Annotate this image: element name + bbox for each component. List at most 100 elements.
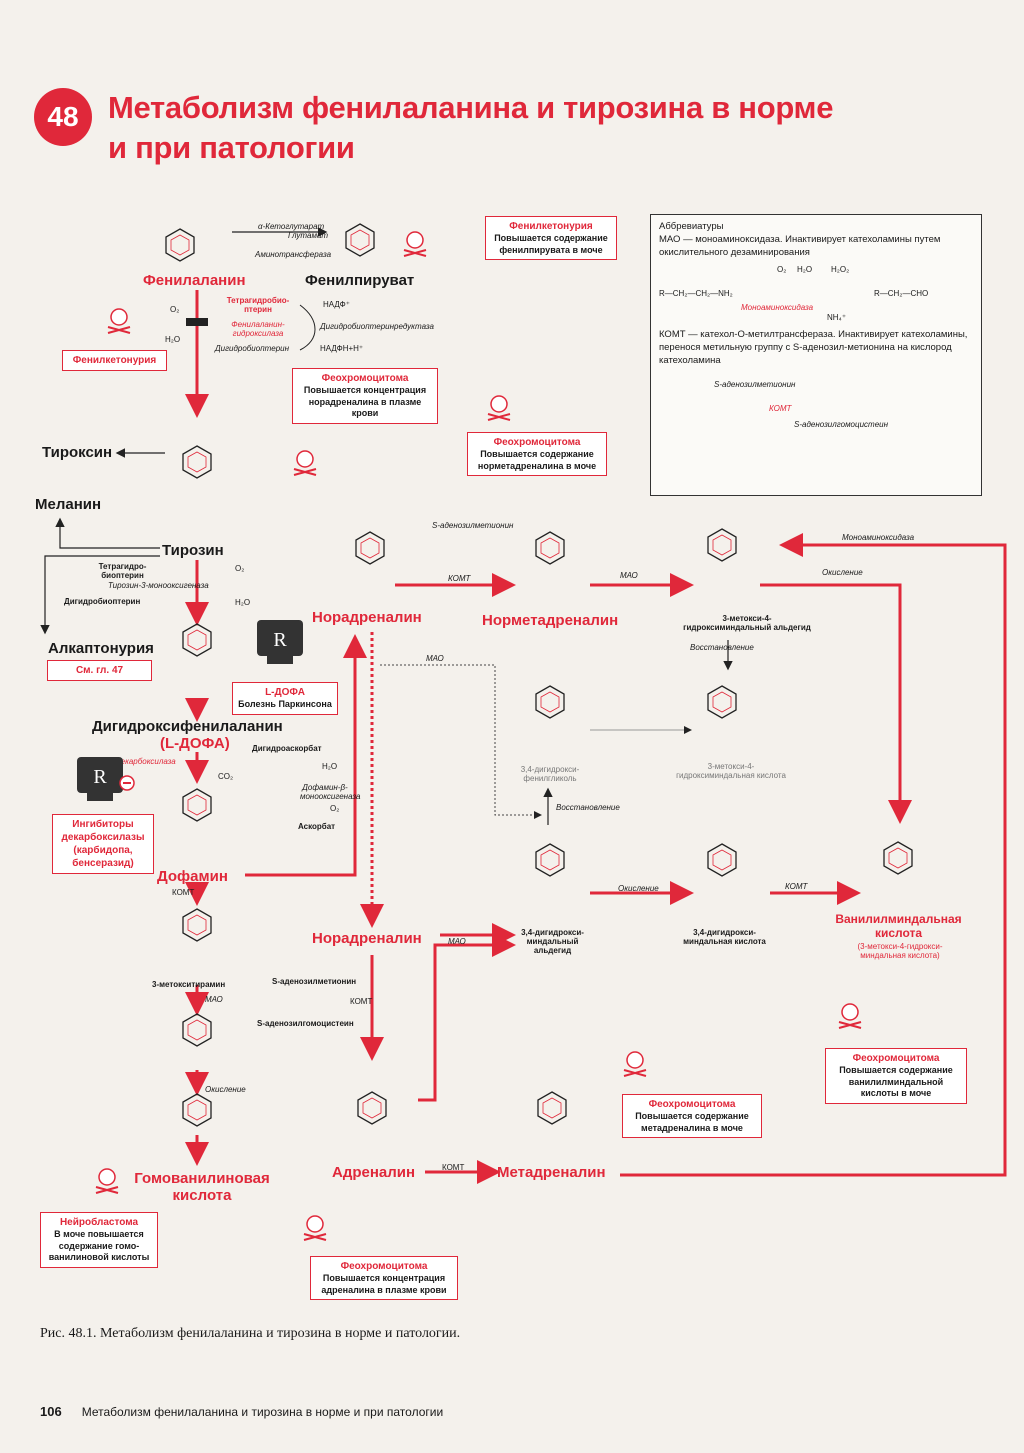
box-neuroblastoma: Нейробластома В моче повышается содержан… (40, 1212, 158, 1269)
title-line-2: и при патологии (108, 130, 355, 166)
compound-vma: Ванилилминдальная кислота (835, 912, 962, 940)
label-mao-1: МАО (205, 995, 223, 1004)
mortar-rx-icon: R (77, 757, 135, 801)
compound-homovanillic: Гомованилиновая кислота (134, 1170, 270, 1204)
skull-icon (623, 1051, 647, 1077)
box-text: Повышается содержание норметадреналина в… (477, 449, 597, 471)
komt-reaction: S-аденозилметионин КОМТ S-аденозилгомоци… (659, 368, 973, 448)
label-reduction-2: Восстановление (556, 803, 620, 812)
label-mao-4: МАО (448, 937, 466, 946)
box-pheo-normetanephrine: Феохромоцитома Повышается содержание нор… (467, 432, 607, 477)
box-pheo-vma: Феохромоцитома Повышается содержание ван… (825, 1048, 967, 1105)
page-number: 106 (40, 1404, 62, 1419)
compound-melanin: Меланин (35, 496, 102, 513)
compound-dopa-line2: (L-ДОФА) (160, 735, 230, 752)
mortar-rx-icon: R (257, 620, 303, 664)
box-title: Феохромоцитома (340, 1261, 428, 1272)
compound-dhma: 3,4-дигидрокси-миндальная кислота (683, 928, 766, 946)
box-decarboxylase-inhibitors: Ингибиторы декарбоксилазы (карбидопа, бе… (52, 814, 154, 874)
label-mao-3: МАО (426, 654, 444, 663)
mao-product: R—CH₂—CHO (874, 289, 929, 299)
mao-h2o: H₂O (797, 265, 813, 275)
label-oxidation-3: Окисление (822, 568, 863, 577)
box-text: Повышается содержание фенилпирувата в мо… (494, 233, 608, 255)
mao-reaction: O₂ H₂O H₂O₂ R—CH₂—CH₂—NH₂ R—CH₂—CHO Моно… (659, 259, 973, 329)
skull-icon (95, 1168, 119, 1194)
label-dehydroascorbate: Дигидроаскорбат (252, 744, 322, 753)
box-pku-left: Фенилкетонурия (62, 350, 167, 371)
compound-mhpg: 3-метокси-4-гидроксиминдальная кислота (676, 762, 786, 780)
skull-icon (403, 231, 427, 257)
label-o2-2: O₂ (235, 564, 245, 573)
box-pheo-metanephrine: Феохромоцитома Повышается содержание мет… (622, 1094, 762, 1139)
box-pheo-adrenaline: Феохромоцитома Повышается концентрация а… (310, 1256, 458, 1301)
box-text: Болезнь Паркинсона (238, 699, 332, 709)
compound-mhpg-aldehyde: 3-метокси-4-гидроксиминдальный альдегид (683, 614, 811, 632)
mao-o2: O₂ (777, 265, 787, 275)
label-tyrosine-hydroxylase: Тирозин-3-монооксигеназа (108, 581, 209, 590)
abbreviations-panel: Аббревиатуры МАО — моноаминоксидаза. Ина… (650, 214, 982, 496)
skull-icon (487, 395, 511, 421)
label-mao-full: Моноаминоксидаза (842, 533, 915, 542)
box-title: Нейробластома (59, 1217, 139, 1228)
label-komt-2: КОМТ (448, 574, 471, 583)
mao-nh4: NH₄⁺ (827, 313, 847, 323)
compound-normetanephrine: Норметадреналин (482, 612, 619, 629)
abbreviation-komt: КОМТ — катехол-О-метилтрансфераза. Инакт… (659, 329, 968, 367)
label-komt-5: КОМТ (442, 1163, 465, 1172)
label-sam-2: S-аденозилметионин (272, 977, 357, 986)
box-text: Повышается содержание метадреналина в мо… (635, 1111, 749, 1133)
label-nadp: НАДФ⁺ (323, 300, 350, 309)
page-footer: 106 Метаболизм фенилаланина и тирозина в … (40, 1404, 443, 1419)
abbreviation-mao: МАО — моноаминоксидаза. Инактивирует кат… (659, 233, 941, 258)
label-bh2: Дигидробиоптерин (215, 344, 290, 353)
compound-tyrosine: Тирозин (162, 542, 224, 559)
chapter-badge: 48 (34, 88, 92, 146)
label-komt-3: КОМТ (785, 882, 808, 891)
box-title: Фенилкетонурия (72, 355, 157, 366)
label-oxidation-1: Окисление (205, 1085, 246, 1094)
figure-caption: Рис. 48.1. Метаболизм фенилаланина и тир… (40, 1326, 461, 1341)
label-co2: CO₂ (218, 772, 234, 781)
svg-text:R: R (93, 766, 107, 788)
label-ascorbate: Аскорбат (298, 822, 336, 831)
label-komt-1: КОМТ (172, 888, 195, 897)
mao-h2o2: H₂O₂ (831, 265, 850, 275)
label-nadph: НАДФН+Н⁺ (320, 344, 364, 353)
label-oxidation-2: Окисление (618, 884, 659, 893)
skull-icon (838, 1003, 862, 1029)
box-pku-top: Фенилкетонурия Повышается содержание фен… (485, 216, 617, 261)
compound-dhma-aldehyde: 3,4-дигидрокси-миндальный альдегид (521, 928, 584, 955)
label-o2-3: O₂ (330, 804, 340, 813)
main-spine-arrows (185, 290, 209, 1166)
svg-text:R: R (273, 629, 287, 651)
box-title: См. гл. 47 (75, 665, 124, 676)
box-text: В моче повышается содержание гомо-ванили… (48, 1229, 150, 1263)
box-text: Повышается концентрация адреналина в пла… (321, 1273, 447, 1295)
label-aminotransferase: Аминотрансфераза (255, 250, 332, 259)
mao-enzyme-label: Моноаминоксидаза (741, 303, 814, 313)
label-sam-1: S-аденозилметионин (432, 521, 514, 530)
box-ldopa: L-ДОФА Болезнь Паркинсона (232, 682, 338, 715)
label-h2o-3: H₂O (322, 762, 338, 771)
compound-dopamine: Дофамин (157, 868, 228, 885)
box-title: Феохромоцитома (493, 437, 581, 448)
compound-alkaptonuria: Алкаптонурия (48, 640, 154, 657)
compound-methoxytyramine: 3-метокситирамин (152, 980, 226, 989)
box-title: Феохромоцитома (852, 1053, 940, 1064)
label-h2o-1: H₂O (165, 335, 181, 344)
compound-dhpg: 3,4-дигидрокси-фенилгликоль (520, 765, 580, 783)
label-glutamate: Глутамат (288, 231, 329, 240)
footer-title: Метаболизм фенилаланина и тирозина в нор… (81, 1405, 444, 1419)
label-reduction-1: Восстановление (690, 643, 754, 652)
label-dbh: Дофамин-β-монооксигеназа (300, 783, 361, 801)
label-dhpr: Дигидробиоптеринредуктаза (320, 322, 434, 331)
compound-noradrenaline-top: Норадреналин (312, 609, 422, 626)
box-pheo-noradrenaline: Феохромоцитома Повышается концентрация н… (292, 368, 438, 425)
label-sah: S-аденозилгомоцистеин (257, 1019, 354, 1028)
compound-dopa-line1: Дигидроксифенилаланин (92, 718, 283, 735)
compound-adrenaline: Адреналин (332, 1164, 416, 1181)
compound-vma-sub: (3-метокси-4-гидрокси-миндальная кислота… (857, 942, 943, 960)
label-bh4: Тетрагидробио-птерин (226, 296, 290, 314)
